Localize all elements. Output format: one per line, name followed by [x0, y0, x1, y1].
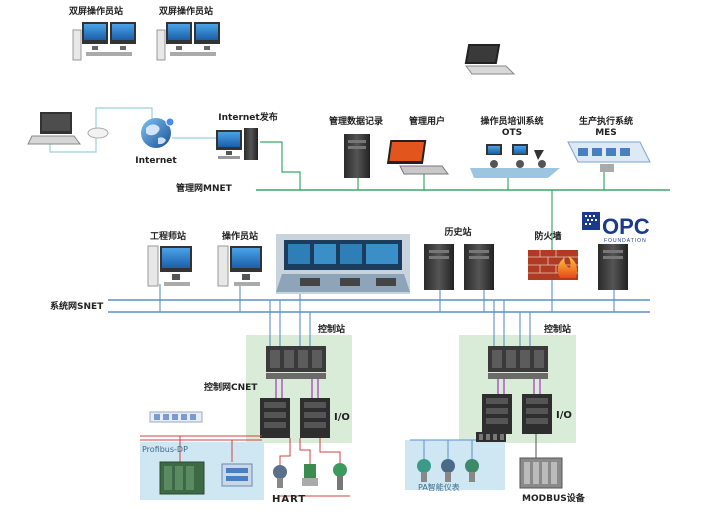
opc-logo-subtext: FOUNDATION	[604, 238, 647, 244]
terminal-block-icon	[221, 463, 253, 487]
opc-logo-text: OPC	[602, 214, 650, 239]
field-instrument-icon	[302, 464, 318, 486]
internet-globe-icon	[141, 117, 175, 148]
laptop-icon	[386, 140, 449, 175]
mgmt-user-label: 管理用户	[408, 117, 446, 127]
workstation-icon	[216, 128, 258, 160]
profibus-hart-lines	[140, 435, 350, 497]
firewall-icon	[528, 250, 578, 280]
control-station-label: 控制站	[544, 325, 572, 335]
remote-io-module-icon	[159, 461, 205, 495]
pa-instrument-label: PA智能仪表	[418, 483, 460, 492]
laptop-icon	[27, 112, 81, 145]
io-label: I/O	[556, 410, 572, 421]
field-instrument-icon	[273, 465, 287, 488]
workstation-icon	[147, 245, 192, 287]
field-instrument-icon	[441, 459, 455, 482]
dual-screen-workstation-icon	[156, 22, 220, 61]
modbus-device-icon	[519, 434, 563, 489]
hart-label: HART	[272, 494, 307, 505]
io-label: I/O	[334, 412, 350, 423]
router-icon	[87, 127, 109, 139]
control-station-label: 控制站	[318, 325, 346, 335]
mes-label-line2: MES	[595, 128, 617, 138]
cnet-lines-1	[275, 379, 319, 398]
snet-drops	[159, 280, 615, 352]
opc-foundation-logo: OPC FOUNDATION	[582, 212, 650, 244]
profibus-device-row-icon	[149, 411, 203, 423]
ots-label-line1: 操作员培训系统	[480, 117, 544, 127]
server-tower-icon	[344, 134, 370, 178]
firewall-label: 防火墙	[534, 232, 562, 242]
profibus-label: Profibus-DP	[142, 445, 188, 454]
control-room-console-image	[276, 234, 410, 294]
field-instrument-icon	[465, 459, 479, 482]
io-module-icon	[482, 394, 512, 434]
laptop-icon	[464, 44, 516, 75]
controller-rack-icon	[488, 346, 548, 379]
ots-label-line2: OTS	[501, 128, 523, 138]
field-instrument-icon	[333, 463, 347, 490]
mes-label-line1: 生产执行系统	[578, 117, 634, 127]
server-tower-icon	[424, 244, 454, 290]
operator-station-label: 操作员站	[221, 232, 259, 242]
io-module-icon	[300, 398, 330, 438]
dual-screen-workstation-icon	[72, 22, 136, 61]
controller-rack-icon	[266, 346, 326, 379]
mgmt-data-record-label: 管理数据记录	[328, 117, 384, 127]
training-system-icon	[470, 144, 560, 178]
dual-screen-station-label: 双屏操作员站	[158, 7, 214, 17]
io-module-icon	[260, 398, 290, 438]
cnet-label: 控制网CNET	[204, 383, 258, 393]
workstation-icon	[217, 245, 262, 287]
engineer-station-label: 工程师站	[149, 232, 187, 242]
cnet-lines-2	[497, 379, 541, 394]
snet-label: 系统网SNET	[50, 302, 104, 312]
io-module-icon	[522, 394, 552, 434]
modbus-label: MODBUS设备	[522, 494, 585, 504]
server-tower-icon	[464, 244, 494, 290]
mnet-drop-internet	[260, 141, 301, 190]
mnet-label: 管理网MNET	[176, 184, 232, 194]
mes-system-icon	[567, 141, 651, 172]
internet-label: Internet	[135, 156, 177, 166]
dual-screen-station-label: 双屏操作员站	[68, 7, 124, 17]
field-instrument-icon	[417, 459, 431, 482]
history-station-label: 历史站	[444, 228, 472, 238]
pa-coupler-icon	[476, 432, 506, 442]
server-tower-icon	[598, 244, 628, 290]
internet-publish-label: Internet发布	[218, 113, 278, 123]
